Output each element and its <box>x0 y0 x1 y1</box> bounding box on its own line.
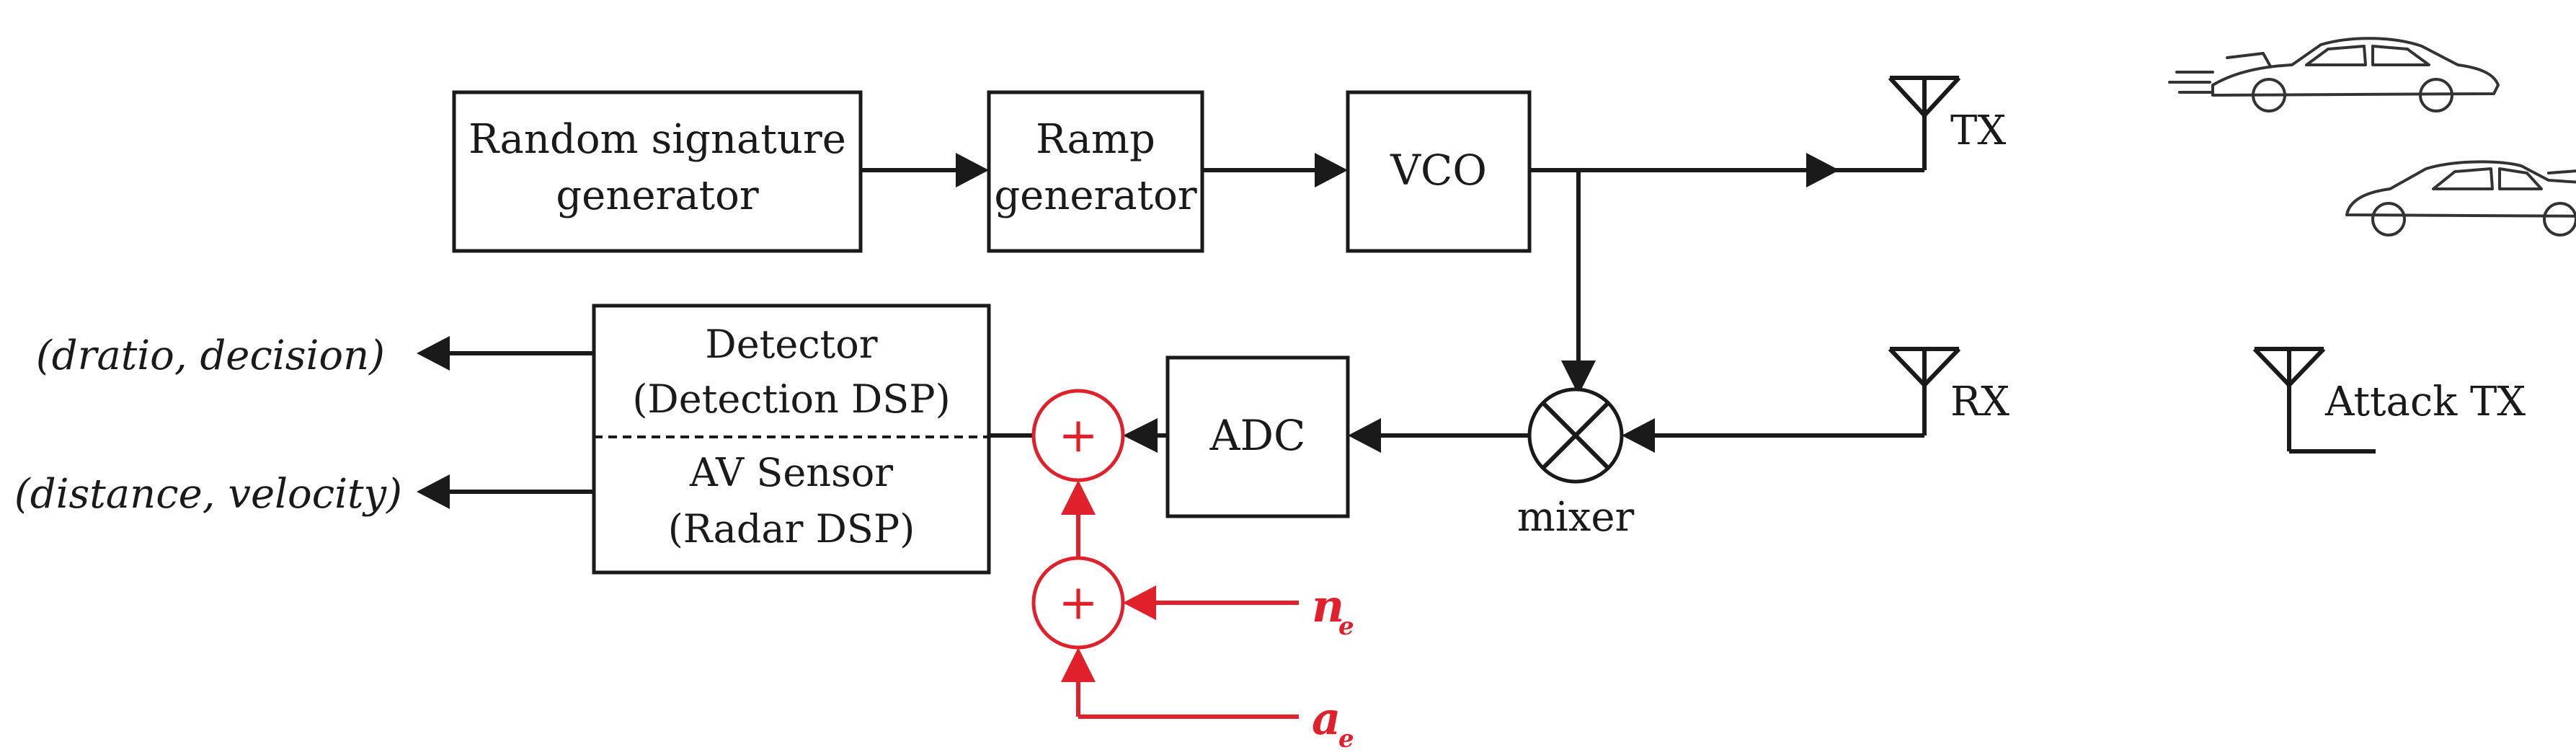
arrow-into-mixer-from-rx <box>1622 418 1655 453</box>
adc-block: ADC <box>1165 355 1350 518</box>
detector-label-line1: Detector <box>705 322 877 367</box>
rx-to-mixer-wire <box>1622 418 1924 453</box>
random-signature-label-line1: Random signature <box>468 116 846 163</box>
adder-top-symbol: + <box>1058 407 1098 463</box>
car-icon <box>2168 37 2500 112</box>
rx-antenna: RX <box>1888 347 2009 435</box>
arrow-to-ramp <box>956 153 989 187</box>
av-sensor-label-line2: (Radar DSP) <box>668 506 915 552</box>
antenna-icon <box>1888 76 1961 170</box>
arrow-attack-input <box>1061 647 1096 682</box>
sensor-output-label: (distance, velocity) <box>14 471 402 518</box>
adc-label: ADC <box>1209 411 1306 460</box>
adder-icon: + <box>1031 389 1125 482</box>
arrow-sensor-output <box>417 474 450 509</box>
attack-tx-label: Attack TX <box>2324 379 2526 425</box>
arrow-into-adc <box>1348 418 1381 453</box>
mixer-icon <box>1527 387 1624 484</box>
rx-label: RX <box>1950 379 2009 425</box>
arrow-noise-input <box>1123 585 1156 620</box>
random-signature-label-line2: generator <box>556 172 759 219</box>
attack-tx-antenna: Attack TX <box>2252 347 2526 454</box>
av-sensor-label-line1: AV Sensor <box>689 450 893 495</box>
mixer-label: mixer <box>1517 494 1635 541</box>
antenna-icon <box>2252 347 2376 454</box>
vco-block: VCO <box>1346 90 1532 253</box>
antenna-icon <box>1888 347 1961 435</box>
attack-label-subscript: e <box>1338 725 1354 752</box>
sensor-output: (distance, velocity) <box>14 471 594 518</box>
ramp-label-line2: generator <box>994 172 1197 219</box>
tx-label: TX <box>1950 107 2006 154</box>
noise-label-subscript: e <box>1338 612 1354 641</box>
mixer-to-adc-wire <box>1348 418 1529 453</box>
detector-sensor-block: Detector (Detection DSP) AV Sensor (Rada… <box>592 304 991 575</box>
ramp-generator-block: Ramp generator <box>987 90 1204 253</box>
car-icon <box>2345 160 2576 236</box>
arrow-to-vco <box>1315 153 1348 187</box>
arrow-into-adder <box>1123 418 1158 453</box>
arrow-to-tx <box>1806 153 1839 187</box>
arrow-to-mixer <box>1561 360 1596 395</box>
detector-output: (dratio, decision) <box>36 332 594 379</box>
arrow-detector-output <box>417 336 450 371</box>
detector-output-label: (dratio, decision) <box>36 332 385 379</box>
vco-label: VCO <box>1390 146 1487 195</box>
arrow-into-top-adder <box>1061 480 1096 515</box>
adder-icon: + <box>1031 556 1125 650</box>
noise-label: n <box>1312 580 1344 632</box>
ramp-label-line1: Ramp <box>1036 116 1155 163</box>
injection-path: + + n e a e <box>1031 389 1354 752</box>
mixer: mixer <box>1517 387 1635 541</box>
detector-label-line2: (Detection DSP) <box>632 376 950 422</box>
top-row-wires <box>861 94 1927 395</box>
adc-to-adder-wire <box>1123 418 1168 453</box>
random-signature-generator-block: Random signature generator <box>452 90 863 253</box>
tx-antenna: TX <box>1888 76 2006 170</box>
attack-label: a <box>1312 692 1341 745</box>
adder-bottom-symbol: + <box>1058 575 1098 630</box>
